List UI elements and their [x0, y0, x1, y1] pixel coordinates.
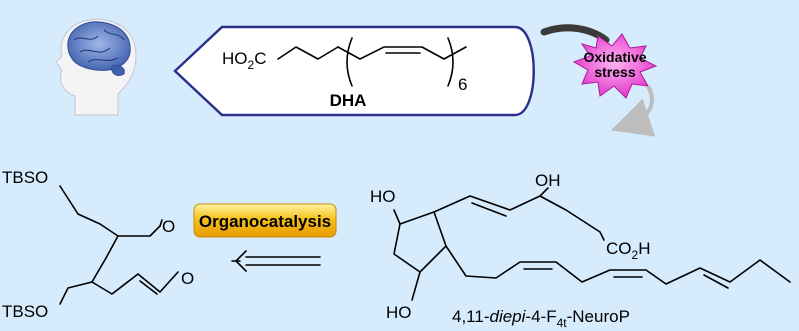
- tbso-bottom-label: TBSO: [2, 302, 48, 321]
- dha-box: HO2C 6 DHA: [173, 25, 535, 117]
- organocatalysis-label: Organocatalysis: [199, 212, 331, 231]
- left-bottom-chain: [59, 257, 107, 305]
- oh-top-label: OH: [535, 171, 561, 190]
- left-double-bond: [139, 280, 158, 295]
- left-bond-2: [159, 219, 163, 227]
- left-molecule: TBSO TBSO O O: [2, 168, 194, 321]
- left-enal-chain: [91, 271, 179, 295]
- lower-chain: [445, 245, 791, 285]
- oxidative-stress-badge: Oxidative stress: [540, 24, 658, 137]
- upper-chain: [433, 195, 605, 241]
- cyclopentane-ring: [393, 211, 447, 273]
- left-top-chain: [59, 185, 161, 237]
- dha-chain-bond: [277, 46, 339, 60]
- tbso-top-label: TBSO: [2, 168, 48, 187]
- oh-bond: [539, 187, 549, 197]
- stress-line-2: stress: [594, 64, 635, 80]
- ho-bottom-label: HO: [386, 303, 412, 322]
- left-bond-1: [105, 235, 119, 259]
- dha-bracket-left: [346, 37, 353, 87]
- retrosynthesis-arrow-icon: [231, 250, 321, 272]
- curved-arrow-dark-icon: [540, 24, 610, 44]
- ho-top-label: HO: [370, 187, 396, 206]
- ring-ho-bond-2: [411, 271, 421, 301]
- aldehyde-o-bottom: O: [181, 269, 194, 288]
- dha-name: DHA: [330, 91, 367, 110]
- curved-arrow-grey-icon: [611, 85, 656, 137]
- dha-bracket-right: [447, 37, 454, 87]
- dha-formula: HO2C: [222, 49, 266, 72]
- aldehyde-o-top: O: [162, 217, 175, 236]
- right-molecule: HO HO OH CO2H 4,11-diepi-4-F4t-NeuroP: [370, 171, 791, 330]
- brain-head-icon: [55, 18, 137, 116]
- ring-ho-bond: [393, 209, 401, 225]
- acid-label: CO2H: [606, 239, 650, 262]
- dha-repeat-count: 6: [458, 75, 467, 94]
- lower-double-bond-3: [703, 274, 729, 289]
- dha-chain-bond-2: [337, 46, 467, 60]
- neurop-name: 4,11-diepi-4-F4t-NeuroP: [452, 307, 630, 330]
- upper-double-bond: [471, 202, 507, 217]
- stress-line-1: Oxidative: [583, 49, 646, 65]
- burst-star-icon: [572, 33, 658, 99]
- organocatalysis-badge: Organocatalysis: [193, 203, 337, 238]
